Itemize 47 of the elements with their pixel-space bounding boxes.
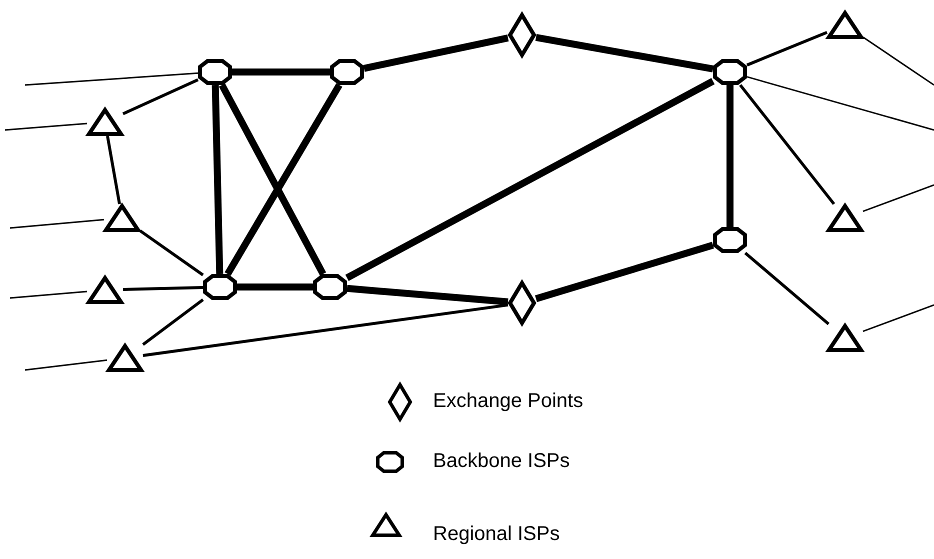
triangle-symbol [87, 108, 123, 136]
octagon-symbol [198, 59, 232, 85]
connection-line [24, 72, 198, 86]
connection-line [122, 78, 199, 116]
connection-line [142, 303, 508, 357]
connection-line [139, 229, 204, 276]
connection-line [4, 122, 88, 131]
connection-line [237, 284, 313, 290]
triangle-symbol [87, 276, 123, 304]
connection-line [862, 184, 934, 212]
octagon-symbol [313, 274, 347, 300]
legend-label: Regional ISPs [433, 523, 560, 546]
octagon-symbol [713, 59, 747, 85]
diamond-symbol [508, 281, 536, 325]
connection-line [218, 83, 326, 276]
connection-line [232, 68, 330, 76]
octagon-symbol [713, 227, 747, 253]
legend-label: Exchange Points [433, 390, 584, 413]
connection-line [106, 136, 121, 204]
connection-line [224, 83, 342, 276]
triangle-symbol [107, 344, 143, 372]
connection-line [535, 34, 714, 72]
connection-line [363, 34, 509, 72]
connection-line [10, 290, 88, 299]
connection-line [10, 218, 104, 229]
diamond-symbol [508, 13, 536, 57]
connection-line [746, 76, 934, 131]
octagon-symbol [203, 274, 237, 300]
connection-line [212, 84, 224, 274]
connection-line [862, 304, 934, 332]
connection-line [746, 30, 828, 66]
octagon-symbol [330, 59, 364, 85]
connection-line [122, 286, 204, 292]
legend-label: Backbone ISPs [433, 450, 570, 473]
connection-line [345, 78, 715, 281]
connection-line [739, 84, 836, 205]
connection-line [862, 36, 934, 86]
triangle-symbol [104, 204, 140, 232]
connection-line [534, 242, 714, 302]
connection-line [744, 252, 830, 326]
triangle-symbol [827, 11, 863, 39]
triangle-symbol [827, 324, 863, 352]
connection-line [24, 359, 108, 371]
connection-line [726, 85, 734, 227]
connection-line [346, 284, 508, 306]
connection-line [142, 298, 204, 346]
triangle-symbol [827, 204, 863, 232]
